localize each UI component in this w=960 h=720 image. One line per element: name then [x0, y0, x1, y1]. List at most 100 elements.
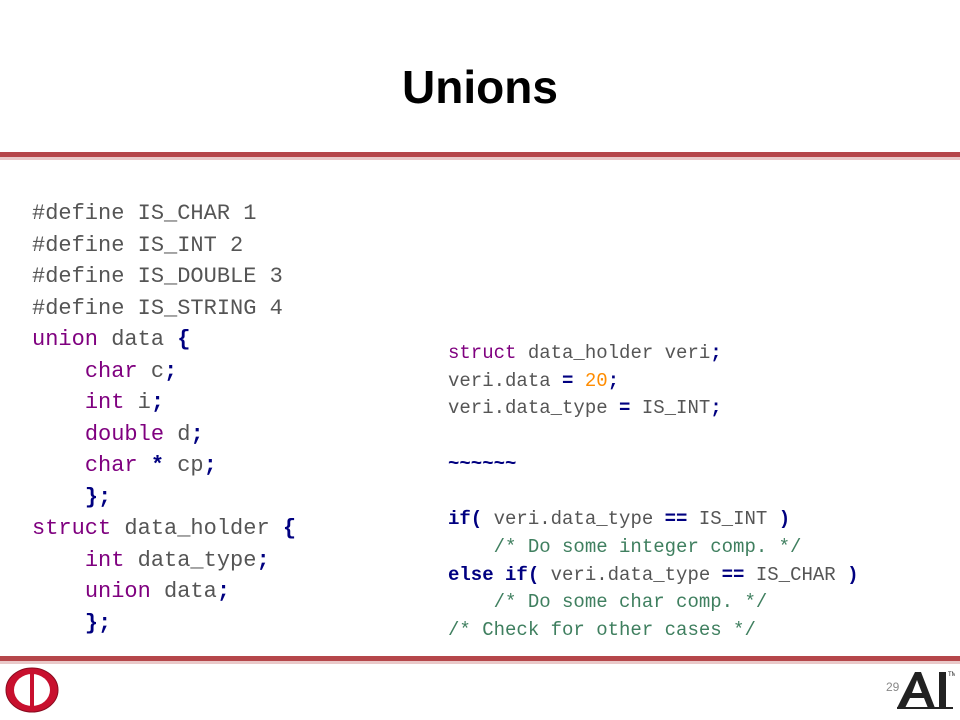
- code-token: *: [150, 453, 165, 478]
- code-token: data_holder: [111, 516, 283, 541]
- code-token: ;: [256, 547, 270, 573]
- code-line: else if( veri.data_type == IS_CHAR ): [448, 562, 859, 590]
- ai-logo-icon: TM: [897, 672, 955, 709]
- code-token: IS_INT: [630, 397, 711, 420]
- code-token: union: [84, 579, 151, 604]
- code-token: =: [619, 397, 631, 420]
- code-token: ;: [164, 358, 178, 384]
- code-token: #define IS_CHAR 1: [32, 201, 257, 226]
- code-token: [32, 453, 85, 478]
- slide-title: Unions: [402, 61, 558, 113]
- code-token: veri.data: [448, 369, 563, 392]
- code-token: ;: [150, 390, 165, 415]
- svg-text:TM: TM: [948, 672, 955, 678]
- code-token: ;: [710, 342, 722, 364]
- code-line: struct data_holder veri;: [448, 340, 859, 368]
- code-token: [32, 390, 85, 415]
- code-line: union data {: [32, 324, 296, 356]
- code-line: ​: [448, 423, 859, 451]
- code-line: /* Check for other cases */: [448, 617, 859, 645]
- code-token: i: [124, 390, 151, 415]
- code-token: int: [84, 547, 125, 573]
- code-token: ==: [664, 508, 688, 531]
- code-token: };: [84, 484, 112, 510]
- code-token: /* Check for other cases */: [448, 619, 756, 642]
- code-token: ): [778, 508, 791, 531]
- code-token: veri.data_type: [448, 397, 620, 420]
- code-line: struct data_holder {: [32, 513, 296, 545]
- top-divider-shadow: [0, 157, 960, 160]
- code-token: struct: [32, 516, 112, 541]
- code-token: double: [84, 421, 165, 447]
- code-token: {: [177, 327, 191, 352]
- code-token: cp: [164, 453, 204, 478]
- code-token: 20: [584, 369, 608, 392]
- code-token: data: [150, 579, 217, 604]
- code-line: };: [32, 482, 296, 514]
- code-token: [448, 591, 494, 613]
- code-token: else if(: [448, 563, 540, 586]
- code-line: veri.data_type = IS_INT;: [448, 395, 859, 423]
- code-token: ==: [721, 563, 745, 586]
- code-token: [32, 359, 85, 384]
- code-line: #define IS_INT 2: [32, 230, 296, 262]
- code-token: [573, 370, 584, 392]
- code-token: [32, 579, 85, 604]
- top-divider: [0, 152, 960, 157]
- page-number: 29: [886, 680, 900, 694]
- code-token: ;: [203, 453, 217, 478]
- code-token: if(: [448, 508, 483, 531]
- code-token: ~~~~~~: [448, 452, 517, 475]
- code-line: #define IS_DOUBLE 3: [32, 261, 296, 293]
- code-token: ;: [710, 397, 722, 420]
- code-token: #define IS_DOUBLE 3: [32, 264, 283, 289]
- code-token: veri.data_type: [482, 508, 665, 531]
- code-block-right: struct data_holder veri;veri.data = 20;v…: [448, 340, 859, 645]
- code-line: #define IS_CHAR 1: [32, 198, 296, 230]
- code-line: ​: [448, 479, 859, 507]
- code-line: veri.data = 20;: [448, 368, 859, 396]
- code-token: IS_CHAR: [744, 563, 848, 586]
- code-token: [448, 536, 494, 558]
- code-line: char * cp;: [32, 450, 296, 482]
- code-token: /* Do some integer comp. */: [493, 535, 802, 558]
- code-token: };: [84, 610, 112, 636]
- metu-logo-icon: [5, 667, 59, 713]
- code-line: /* Do some char comp. */: [448, 589, 859, 617]
- code-token: ;: [216, 579, 231, 604]
- code-line: if( veri.data_type == IS_INT ): [448, 506, 859, 534]
- code-token: c: [137, 358, 165, 384]
- code-token: =: [562, 369, 574, 392]
- code-token: [32, 611, 85, 636]
- code-line: };: [32, 608, 296, 640]
- code-line: ~~~~~~: [448, 451, 859, 479]
- code-token: int: [84, 390, 125, 415]
- code-token: /* Do some char comp. */: [493, 591, 768, 614]
- code-block-left: #define IS_CHAR 1 #define IS_INT 2 #define…: [32, 198, 296, 639]
- code-token: union: [32, 327, 99, 352]
- code-token: ;: [607, 369, 620, 392]
- code-token: [32, 548, 85, 573]
- code-line: union data;: [32, 576, 296, 608]
- code-token: veri.data_type: [539, 563, 722, 586]
- code-token: [32, 485, 85, 510]
- code-line: int data_type;: [32, 545, 296, 577]
- bottom-divider: [0, 656, 960, 661]
- code-token: {: [282, 516, 297, 541]
- code-token: ;: [190, 421, 204, 447]
- code-token: #define IS_INT 2: [32, 232, 244, 258]
- code-token: #define IS_STRING 4: [32, 295, 283, 321]
- code-token: char: [84, 358, 138, 384]
- code-line: #define IS_STRING 4: [32, 293, 296, 325]
- code-token: d: [164, 421, 191, 447]
- code-token: struct: [448, 342, 517, 364]
- code-token: data: [98, 327, 178, 352]
- code-token: data_type: [124, 547, 257, 573]
- code-token: data_holder veri: [516, 342, 711, 364]
- code-token: ): [847, 563, 859, 586]
- bottom-divider-shadow: [0, 661, 960, 664]
- code-token: char: [84, 453, 138, 478]
- code-line: /* Do some integer comp. */: [448, 534, 859, 562]
- code-line: int i;: [32, 387, 296, 419]
- code-token: IS_INT: [687, 508, 779, 531]
